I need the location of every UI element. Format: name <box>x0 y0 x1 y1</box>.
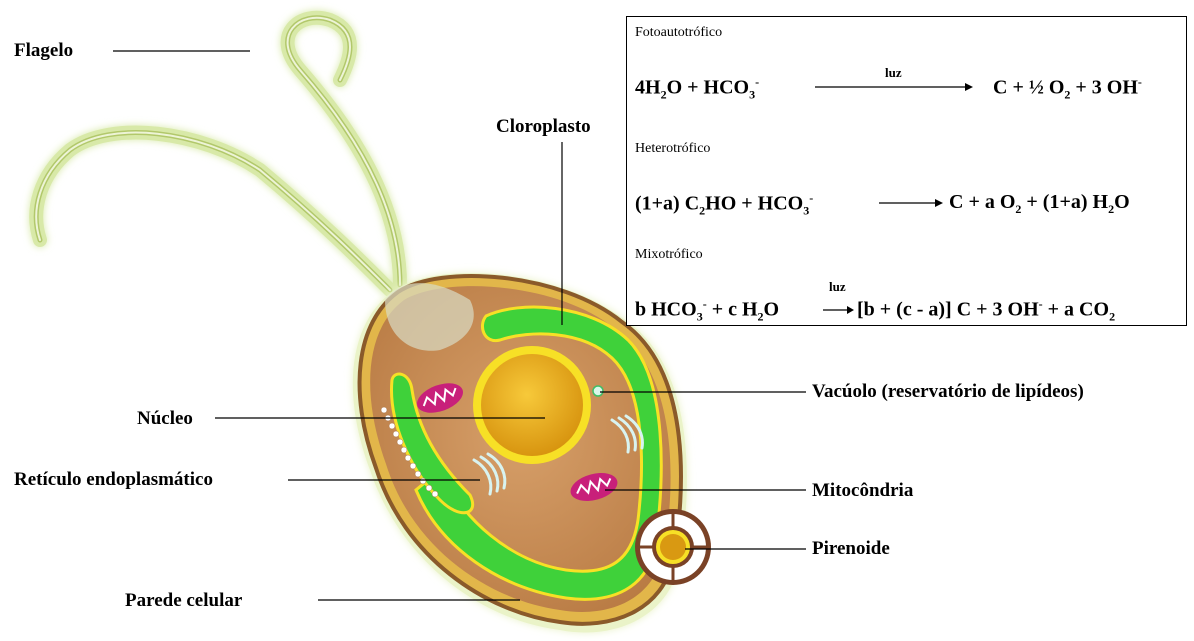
label-nucleo: Núcleo <box>137 409 193 428</box>
nucleus <box>473 346 591 464</box>
label-mitocondria: Mitocôndria <box>812 481 913 500</box>
eq-hetero-lhs: (1+a) C2HO + HCO3- <box>635 192 813 217</box>
arrow-hetero <box>879 197 945 209</box>
eq-foto-rhs: C + ½ O2 + 3 OH- <box>993 76 1142 101</box>
arrow-foto <box>815 81 975 93</box>
label-pirenoide: Pirenoide <box>812 539 890 558</box>
title-fotoautotrofico: Fotoautotrófico <box>635 25 722 41</box>
eq-mixo-lhs: b HCO3- + c H2O <box>635 298 779 323</box>
flagella <box>36 18 400 290</box>
label-reticulo: Retículo endoplasmático <box>14 470 213 489</box>
eq-mixo-rhs: [b + (c - a)] C + 3 OH- + a CO2 <box>857 298 1115 323</box>
metabolism-reactions-box: Fotoautotrófico 4H2O + HCO3- luz C + ½ O… <box>626 16 1187 326</box>
label-cloroplasto: Cloroplasto <box>496 117 591 136</box>
pyrenoid <box>635 509 711 585</box>
vacuole <box>593 386 603 396</box>
label-vacuolo: Vacúolo (reservatório de lipídeos) <box>812 382 1084 401</box>
label-flagelo: Flagelo <box>14 41 73 60</box>
eq-foto-lhs: 4H2O + HCO3- <box>635 76 759 101</box>
luz-foto: luz <box>885 65 902 81</box>
eq-hetero-rhs: C + a O2 + (1+a) H2O <box>949 192 1130 215</box>
flagellum-short <box>36 133 390 290</box>
title-mixotrofico: Mixotrófico <box>635 247 703 263</box>
label-parede: Parede celular <box>125 591 242 610</box>
arrow-mixo <box>823 304 855 316</box>
title-heterotrofico: Heterotrófico <box>635 141 710 157</box>
luz-mixo: luz <box>829 279 846 295</box>
